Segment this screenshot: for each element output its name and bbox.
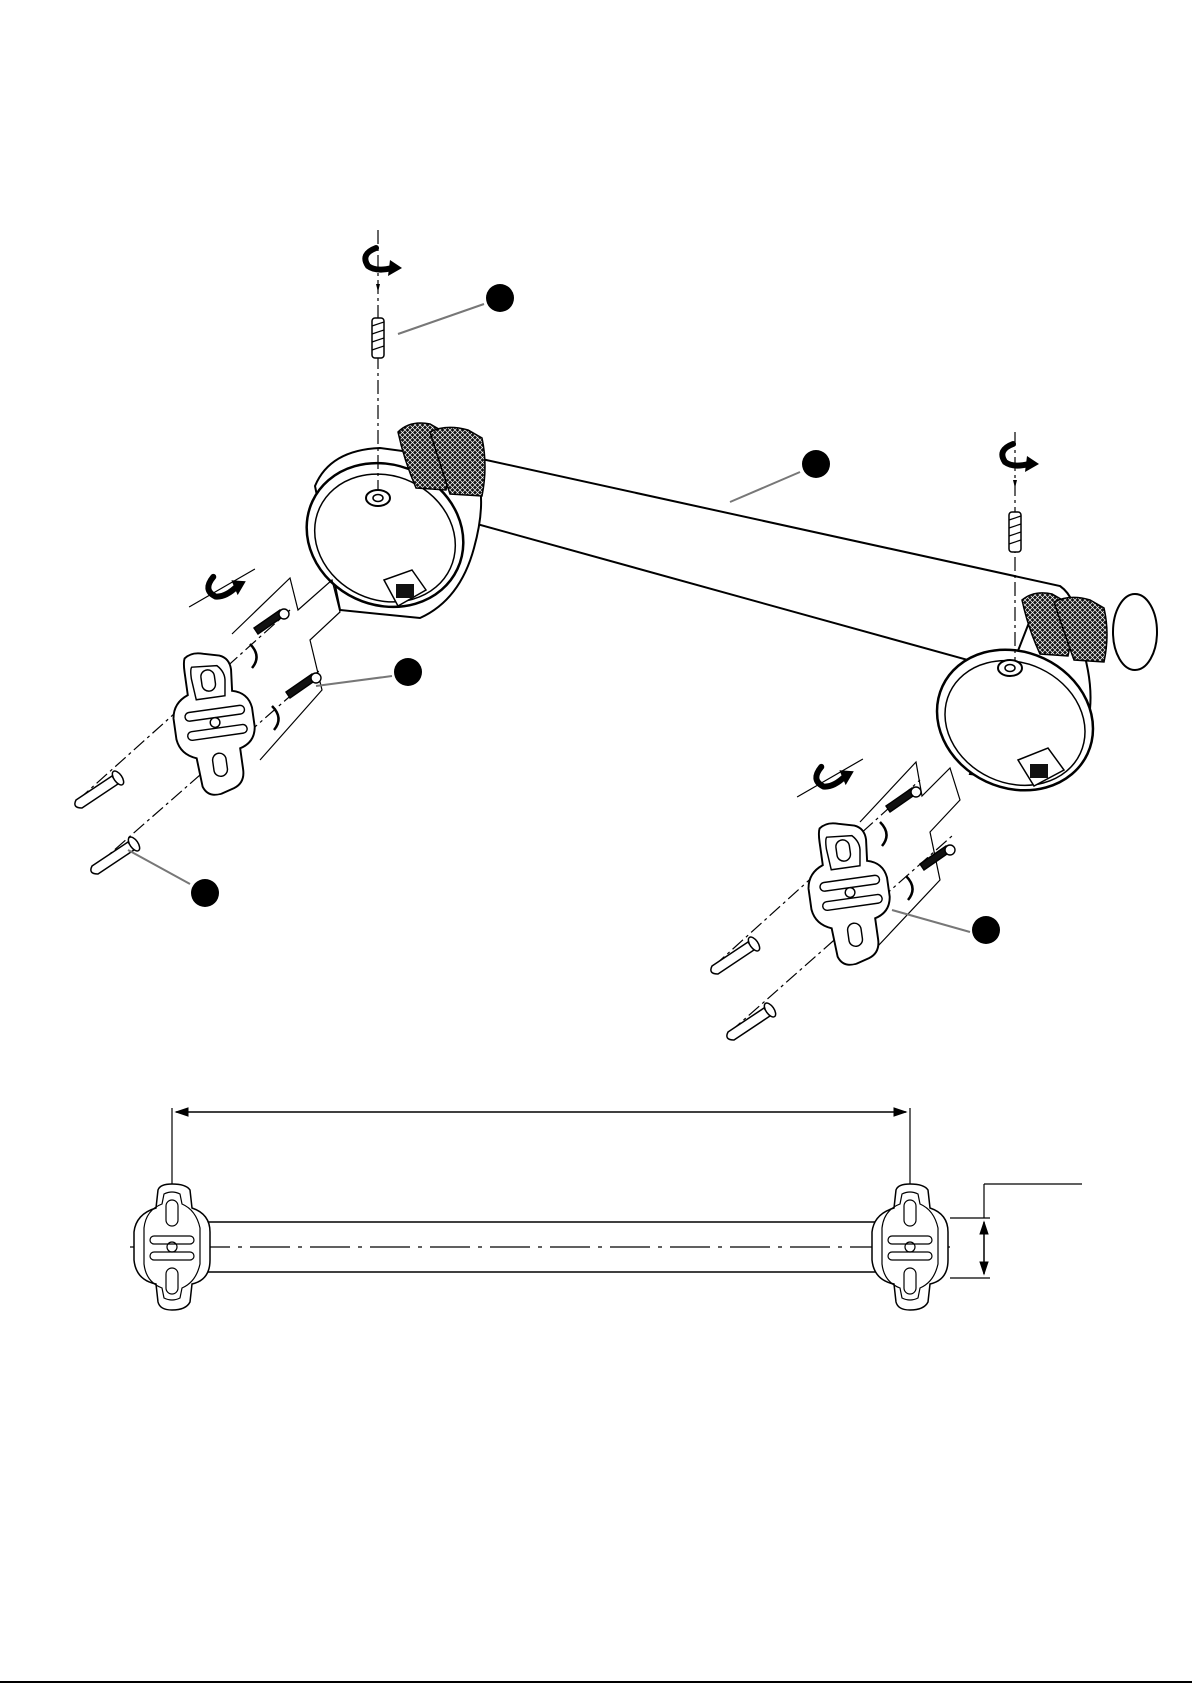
rotate-clockwise-icon: [1002, 444, 1039, 488]
callout-bar: [730, 450, 830, 502]
left-mounting-assembly: [75, 578, 340, 874]
callout-anchors-left: [128, 850, 219, 907]
callout-setscrew-left: [398, 284, 514, 334]
left-bracket: [283, 423, 487, 632]
right-mounting-assembly: [711, 762, 960, 1040]
rotate-clockwise-icon: [182, 557, 262, 619]
callout-mounting-plate-right: [892, 910, 1000, 944]
towel-bar: [448, 452, 1077, 680]
rotate-clockwise-icon: [365, 248, 402, 292]
rotate-clockwise-icon: [790, 747, 870, 809]
front-view: [130, 1108, 1082, 1310]
callout-screws-left: [316, 658, 422, 686]
